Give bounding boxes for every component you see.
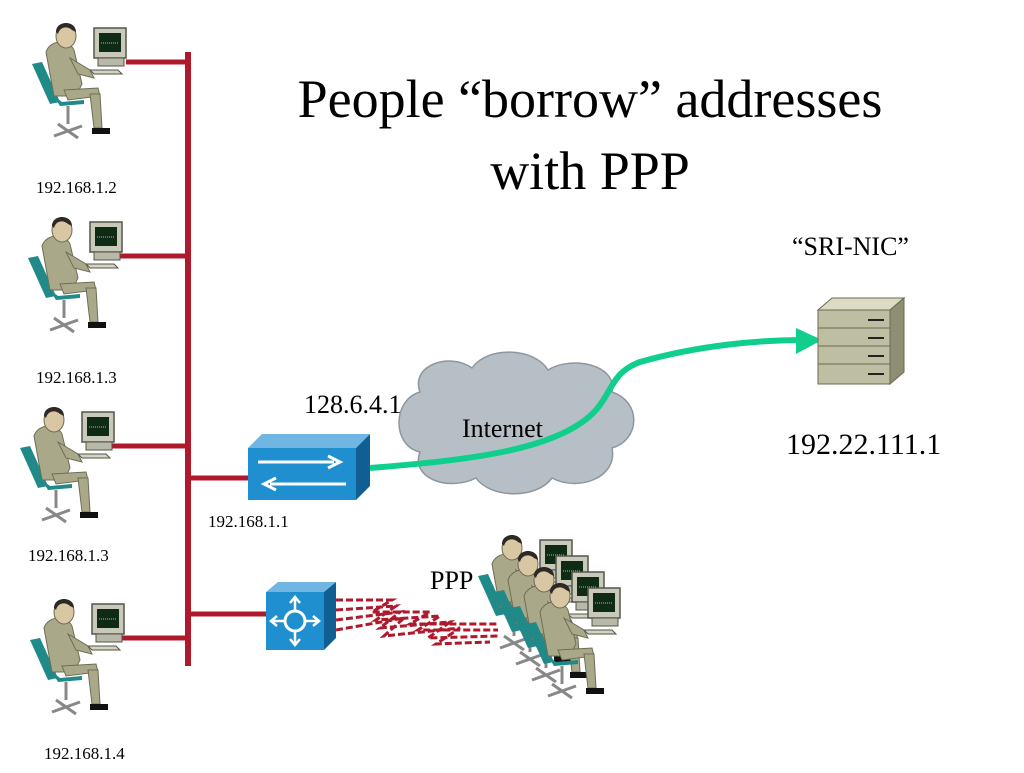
router-inside-ip: 192.168.1.1: [208, 512, 289, 531]
server-name: “SRI-NIC”: [792, 232, 909, 261]
server-icon: [816, 296, 906, 386]
ppp-label: PPP: [430, 566, 474, 595]
host-ip-label: 192.168.1.2: [36, 178, 117, 197]
lan-backbone: [112, 52, 266, 666]
router-icon: [248, 434, 370, 500]
host-ip-label: 192.168.1.3: [36, 368, 117, 387]
workstation-icon: [30, 21, 128, 140]
internet-path: [369, 337, 805, 471]
host-ip-label: 192.168.1.4: [44, 744, 125, 763]
ppp-dialup-lines: [335, 598, 499, 646]
workstation-icon: [26, 215, 124, 334]
path-arrowhead: [796, 328, 822, 354]
title-line-2: with PPP: [490, 141, 690, 201]
internet-label: Internet: [462, 414, 543, 443]
server-ip: 192.22.111.1: [786, 428, 942, 461]
router-outside-ip: 128.6.4.1: [304, 390, 402, 419]
title-line-1: People “borrow” addresses: [297, 69, 883, 129]
host-ip-label: 192.168.1.3: [28, 546, 109, 565]
workstation-icon: [28, 597, 126, 716]
workstation-icon: [18, 405, 116, 524]
access-server-icon: [266, 582, 336, 650]
